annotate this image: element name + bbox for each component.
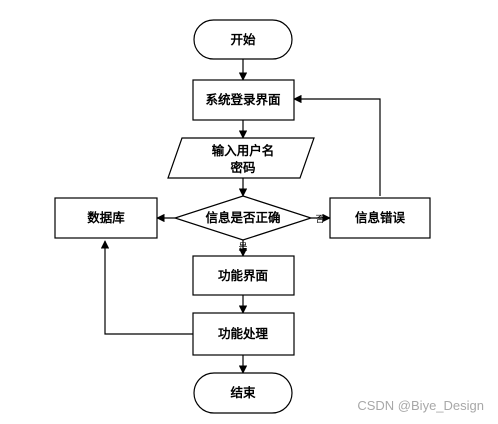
node-func-proc	[192, 312, 295, 356]
node-input-label-1: 输入用户名	[212, 143, 275, 158]
node-login	[192, 79, 295, 121]
node-start-label: 开始	[230, 32, 256, 47]
node-func-proc-label: 功能处理	[218, 326, 269, 341]
node-input	[167, 137, 315, 179]
node-func-ui-label: 功能界面	[218, 268, 269, 283]
node-func-ui	[192, 255, 295, 296]
node-end-label: 结束	[230, 385, 256, 400]
node-error-label: 信息错误	[355, 210, 406, 225]
edge-funcproc-database	[100, 240, 193, 335]
edge-label-yes: 是	[238, 242, 247, 253]
node-login-label: 系统登录界面	[205, 92, 281, 107]
node-database	[54, 197, 158, 239]
edge-label-no: 否	[315, 214, 324, 225]
node-database-label: 数据库	[86, 210, 125, 225]
node-input-label-2: 密码	[229, 160, 255, 175]
watermark: CSDN @Biye_Design	[357, 398, 484, 413]
node-end	[193, 372, 293, 414]
node-error	[329, 197, 431, 239]
node-check	[173, 195, 313, 241]
node-start	[193, 19, 293, 60]
edge-error-login	[293, 94, 381, 196]
node-check-label: 信息是否正确	[205, 210, 280, 225]
